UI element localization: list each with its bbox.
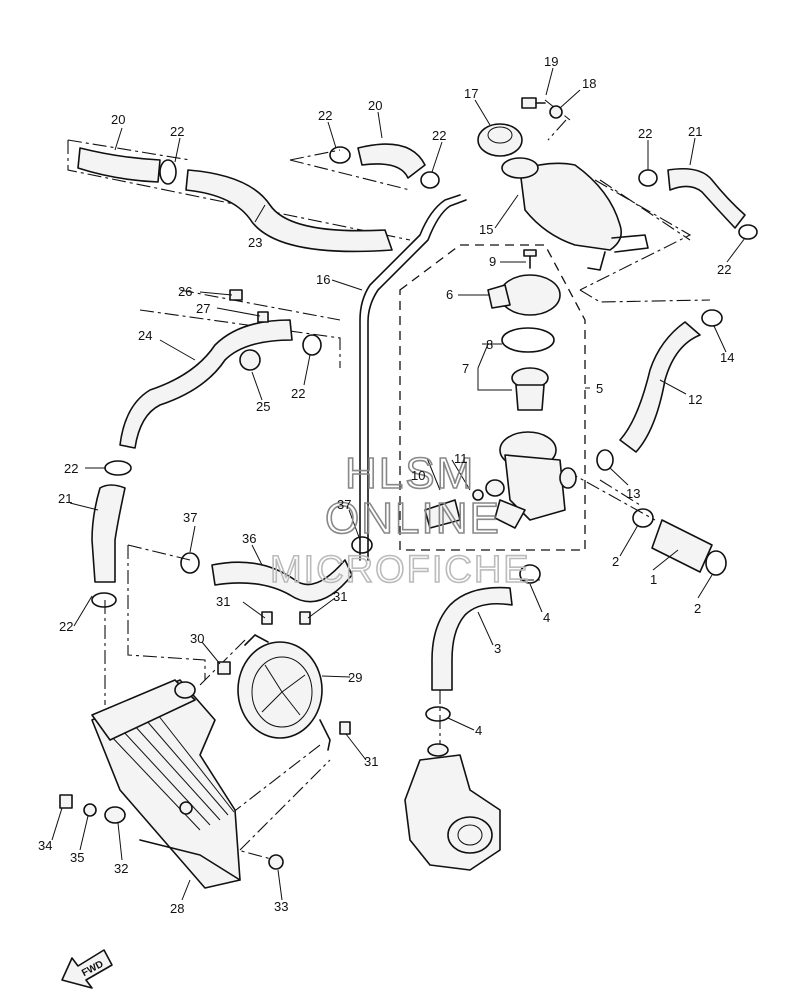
- callout-1: 1: [650, 572, 657, 587]
- callout-22: 22: [291, 386, 305, 401]
- hose-1: [651, 519, 713, 573]
- hose-24: [119, 319, 293, 449]
- radiator-28: [91, 679, 241, 889]
- temperature-sensor-10: [424, 489, 484, 529]
- callout-22: 22: [638, 126, 652, 141]
- fwd-direction-marker: FWD: [61, 949, 113, 989]
- callout-15: 15: [479, 222, 493, 237]
- callout-2: 2: [612, 554, 619, 569]
- callout-31: 31: [216, 594, 230, 609]
- hose-23: [185, 169, 393, 253]
- callout-22: 22: [318, 108, 332, 123]
- callout-35: 35: [70, 850, 84, 865]
- callout-30: 30: [190, 631, 204, 646]
- hose-3: [431, 586, 513, 691]
- callout-14: 14: [720, 350, 734, 365]
- breather-pipe-16: [359, 194, 467, 561]
- callout-22: 22: [64, 461, 78, 476]
- callout-20: 20: [368, 98, 382, 113]
- callout-22: 22: [59, 619, 73, 634]
- callout-33: 33: [274, 899, 288, 914]
- callout-7: 7: [462, 361, 469, 376]
- thermostat-housing-5: [485, 431, 577, 529]
- callout-26: 26: [178, 284, 192, 299]
- callout-18: 18: [582, 76, 596, 91]
- callout-22: 22: [170, 124, 184, 139]
- watermark: HLSM ONLINE MICROFICHE: [269, 448, 531, 592]
- callout-28: 28: [170, 901, 184, 916]
- callout-24: 24: [138, 328, 152, 343]
- reservoir-tank-15: [501, 157, 649, 271]
- callout-37: 37: [337, 497, 351, 512]
- callout-19: 19: [544, 54, 558, 69]
- callout-22: 22: [717, 262, 731, 277]
- callout-29: 29: [348, 670, 362, 685]
- hose-12: [619, 321, 701, 453]
- fan-29: [237, 634, 331, 751]
- grommet-18: [549, 105, 563, 119]
- callout-25: 25: [256, 399, 270, 414]
- callout-27: 27: [196, 301, 210, 316]
- thermostat-cover-6: [487, 274, 561, 316]
- water-pump: [404, 743, 501, 871]
- callout-21: 21: [688, 124, 702, 139]
- callout-37: 37: [183, 510, 197, 525]
- callout-32: 32: [114, 861, 128, 876]
- callout-10: 10: [411, 468, 425, 483]
- small-hardware: [59, 289, 351, 870]
- callout-6: 6: [446, 287, 453, 302]
- callout-36: 36: [242, 531, 256, 546]
- hose-21-right: [667, 167, 746, 229]
- watermark-line-3: MICROFICHE: [270, 549, 531, 591]
- hose-20-left: [77, 147, 161, 183]
- callout-21: 21: [58, 491, 72, 506]
- callout-23: 23: [248, 235, 262, 250]
- callout-16: 16: [316, 272, 330, 287]
- hose-20-right: [357, 143, 426, 179]
- bolt-9: [523, 249, 537, 269]
- thermostat-7: [511, 367, 549, 411]
- watermark-line-1: HLSM: [345, 449, 475, 498]
- hose-21-left: [91, 484, 126, 583]
- o-ring-8: [501, 327, 555, 353]
- leader-lines: [51, 67, 746, 901]
- callout-31: 31: [364, 754, 378, 769]
- callout-labels: 1 2 2 3 4 4 5 6 7 8 9 10 11 12 13 14 15 …: [38, 54, 734, 916]
- callout-34: 34: [38, 838, 52, 853]
- callout-20: 20: [111, 112, 125, 127]
- callout-8: 8: [486, 337, 493, 352]
- clamps: [91, 146, 758, 722]
- callout-5: 5: [596, 381, 603, 396]
- callout-3: 3: [494, 641, 501, 656]
- watermark-line-2: ONLINE: [325, 494, 501, 543]
- callout-31: 31: [333, 589, 347, 604]
- callout-17: 17: [464, 86, 478, 101]
- callout-22: 22: [432, 128, 446, 143]
- callout-4: 4: [475, 723, 482, 738]
- callout-2: 2: [694, 601, 701, 616]
- bolt-19: [521, 97, 546, 109]
- callout-13: 13: [626, 486, 640, 501]
- callout-9: 9: [489, 254, 496, 269]
- callout-4: 4: [543, 610, 550, 625]
- callout-12: 12: [688, 392, 702, 407]
- hose-36: [211, 559, 353, 603]
- callout-11: 11: [454, 451, 468, 466]
- reservoir-cap-17: [477, 123, 523, 157]
